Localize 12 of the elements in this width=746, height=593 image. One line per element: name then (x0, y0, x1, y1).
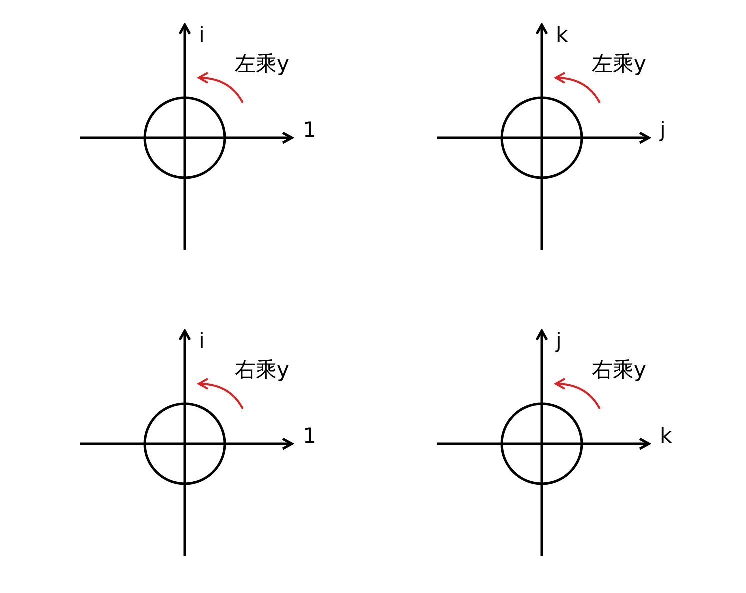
axis-label: k (556, 23, 568, 47)
rotation-label: 右乘y (592, 358, 646, 382)
rotation-label: 左乘y (592, 52, 646, 76)
rotation-label: 右乘y (235, 358, 290, 382)
axis-label: i (199, 329, 205, 353)
axis-label: 1 (303, 424, 316, 448)
axis-label: j (556, 329, 562, 353)
rotation-label: 左乘y (235, 52, 290, 76)
axis-label: i (199, 23, 205, 47)
axis-label: 1 (303, 118, 316, 142)
axis-label: j (660, 118, 666, 142)
axis-label: k (660, 424, 672, 448)
